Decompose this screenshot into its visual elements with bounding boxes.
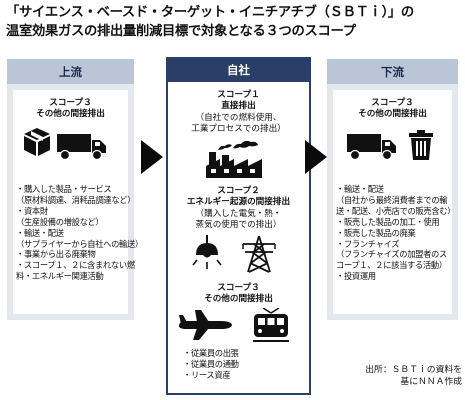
trash-can-icon bbox=[409, 130, 433, 160]
list-item: ・資本財 bbox=[16, 205, 48, 216]
list-item: 料・エネルギー関連活動 bbox=[16, 271, 104, 282]
list-item: （自社から最終消費者までの輸 bbox=[336, 194, 448, 205]
scope1-subtitle: 直接排出 bbox=[221, 101, 256, 111]
lamp-icon bbox=[192, 235, 222, 269]
downstream-panel: スコープ３ その他の間接排出 ・輸送・配送 （自社から最終消費者までの輸 送・配… bbox=[333, 90, 456, 314]
arrow-right-icon bbox=[141, 140, 163, 174]
list-item: 送・配送、小売店での販売含む） bbox=[336, 205, 456, 216]
box-icon bbox=[24, 128, 50, 156]
scope1-note-2: 工業プロセスでの排出） bbox=[191, 124, 286, 134]
source-note: 出所：ＳＢＴｉの資料を 基にＮＮＡ作成 bbox=[332, 364, 462, 388]
list-item: ・輸送・配送 bbox=[16, 227, 64, 238]
list-item: ・フランチャイズ bbox=[336, 238, 400, 249]
self-scope3-title: スコープ３ bbox=[217, 283, 260, 293]
list-item: ・購入した製品・サービス bbox=[16, 184, 112, 194]
upstream-scope-title: スコープ３ bbox=[49, 98, 92, 108]
factory-icon bbox=[206, 140, 262, 178]
list-item: ・投資運用 bbox=[336, 271, 376, 282]
downstream-header: 下流 bbox=[327, 59, 458, 84]
upstream-header: 上流 bbox=[7, 59, 134, 84]
self-scope3-list: ・従業員の出張 ・従業員の通勤 ・リース資産 bbox=[183, 348, 239, 381]
airplane-icon bbox=[179, 310, 232, 340]
truck-icon bbox=[347, 134, 396, 160]
scope2-note-2: 蒸気の使用での排出） bbox=[195, 220, 282, 230]
company-header: 自社 bbox=[166, 57, 311, 82]
title-line-2: 温室効果ガスの排出量削減目標で対象となる３つのスコープ bbox=[6, 24, 356, 39]
list-item: ・販売した製品の加工・使用 bbox=[336, 216, 440, 227]
list-item: ・販売した製品の廃棄 bbox=[336, 227, 416, 238]
upstream-scope-subtitle: その他の間接排出 bbox=[36, 109, 105, 119]
list-item: ・従業員の出張 bbox=[183, 348, 239, 358]
list-item: （原材料調達、消耗品調達など） bbox=[16, 194, 136, 205]
diagram-title: 「サイエンス・ベースド・ターゲット・イニチアチブ（ＳＢＴｉ）」の 温室効果ガスの… bbox=[6, 3, 461, 41]
list-item: ・従業員の通勤 bbox=[183, 358, 239, 369]
list-item: （生産設備の増設など） bbox=[16, 216, 104, 227]
scope2-note-1: （購入した電気・熱・ bbox=[195, 209, 282, 219]
list-item: コープ１、２に該当する活動） bbox=[336, 260, 447, 271]
downstream-scope-subtitle: その他の間接排出 bbox=[358, 109, 427, 119]
self-scope3-subtitle: その他の間接排出 bbox=[204, 294, 273, 304]
list-item: （サプライヤーから自社への輸送） bbox=[16, 238, 143, 249]
scope1-note-1: （自社での燃料使用、 bbox=[195, 113, 282, 123]
train-icon bbox=[253, 308, 289, 342]
title-line-1: 「サイエンス・ベースド・ターゲット・イニチアチブ（ＳＢＴｉ）」の bbox=[6, 5, 414, 20]
list-item: （フランチャイズの加盟者のス bbox=[336, 249, 447, 260]
power-tower-icon bbox=[242, 235, 276, 273]
downstream-list: ・輸送・配送 （自社から最終消費者までの輸 送・配送、小売店での販売含む） ・販… bbox=[336, 184, 456, 282]
upstream-panel: スコープ３ その他の間接排出 ・購入した製品・サービス （原材料調達、消耗品調達… bbox=[13, 90, 143, 314]
upstream-list: ・購入した製品・サービス （原材料調達、消耗品調達など） ・資本財 （生産設備の… bbox=[16, 184, 143, 282]
scope2-title: スコープ２ bbox=[217, 186, 260, 196]
list-item: ・リース資産 bbox=[183, 369, 231, 380]
company-column: 自社 スコープ１ 直接排出 （自社での燃料使用、 工業プロセスでの排出） スコー… bbox=[166, 57, 311, 395]
list-item: ・輸送・配送 bbox=[336, 184, 384, 194]
source-line-1: 出所：ＳＢＴｉの資料を bbox=[365, 365, 462, 375]
list-item: ・スコープ１、２に含まれない燃 bbox=[16, 260, 135, 271]
scope2-subtitle: エネルギー起源の間接排出 bbox=[186, 197, 291, 207]
scope1-title: スコープ１ bbox=[217, 90, 260, 100]
truck-icon bbox=[57, 134, 106, 160]
arrow-right-icon bbox=[305, 140, 327, 174]
downstream-column: 下流 スコープ３ その他の間接排出 ・輸送・配送 （自社から最終消費者までの輸 … bbox=[327, 59, 458, 320]
source-line-2: 基にＮＮＡ作成 bbox=[400, 377, 462, 387]
list-item: ・事業から出る廃棄物 bbox=[16, 249, 96, 260]
downstream-scope-title: スコープ３ bbox=[371, 98, 414, 108]
upstream-column: 上流 スコープ３ その他の間接排出 ・購入した製品・サービス （原材料調達、消耗… bbox=[7, 59, 143, 320]
